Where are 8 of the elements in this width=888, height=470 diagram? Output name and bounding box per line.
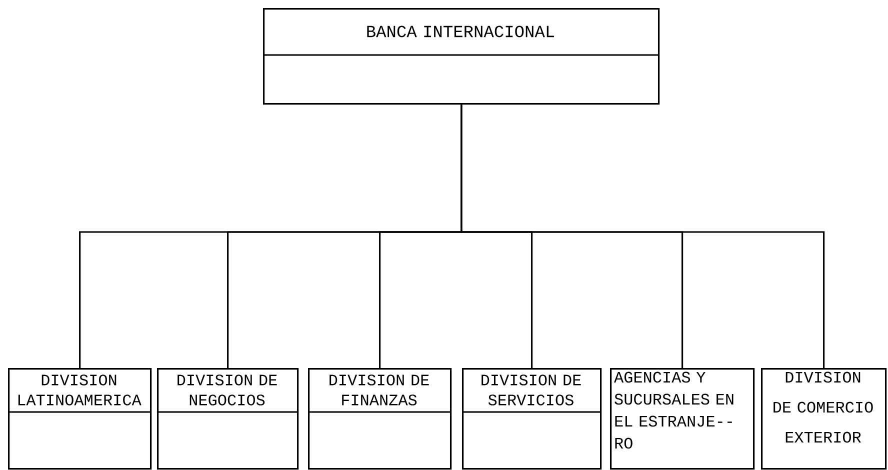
connector-line xyxy=(460,104,825,368)
org-box: DIVISION DE COMERCIO EXTERIOR xyxy=(761,368,887,470)
org-box: DIVISION DE FINANZAS xyxy=(308,368,452,470)
org-box: DIVISION LATINOAMERICA xyxy=(8,368,152,470)
org-box: DIVISION DE NEGOCIOS xyxy=(157,368,299,470)
org-box: DIVISION DE SERVICIOS xyxy=(462,368,602,470)
org-box: AGENCIAS Y SUCURSALES EN EL ESTRANJE-- RO xyxy=(610,368,755,470)
org-box: BANCA INTERNACIONAL xyxy=(263,8,660,105)
